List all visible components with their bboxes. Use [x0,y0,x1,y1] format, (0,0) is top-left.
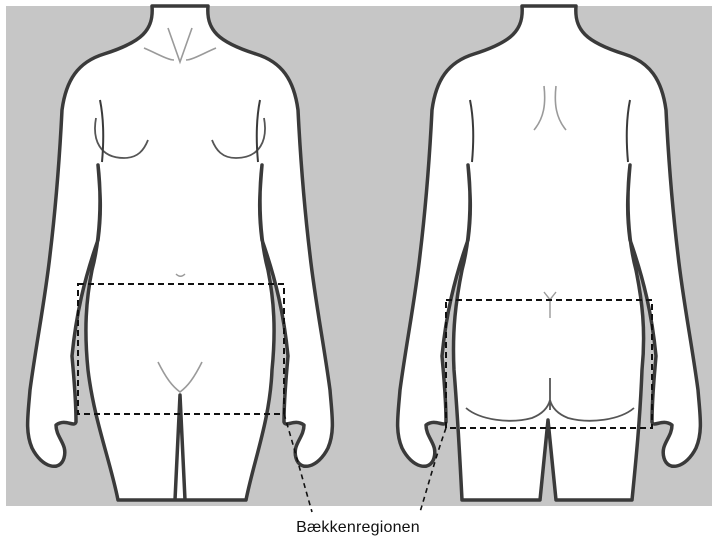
pelvic-region-caption: Bækkenregionen [0,519,716,537]
